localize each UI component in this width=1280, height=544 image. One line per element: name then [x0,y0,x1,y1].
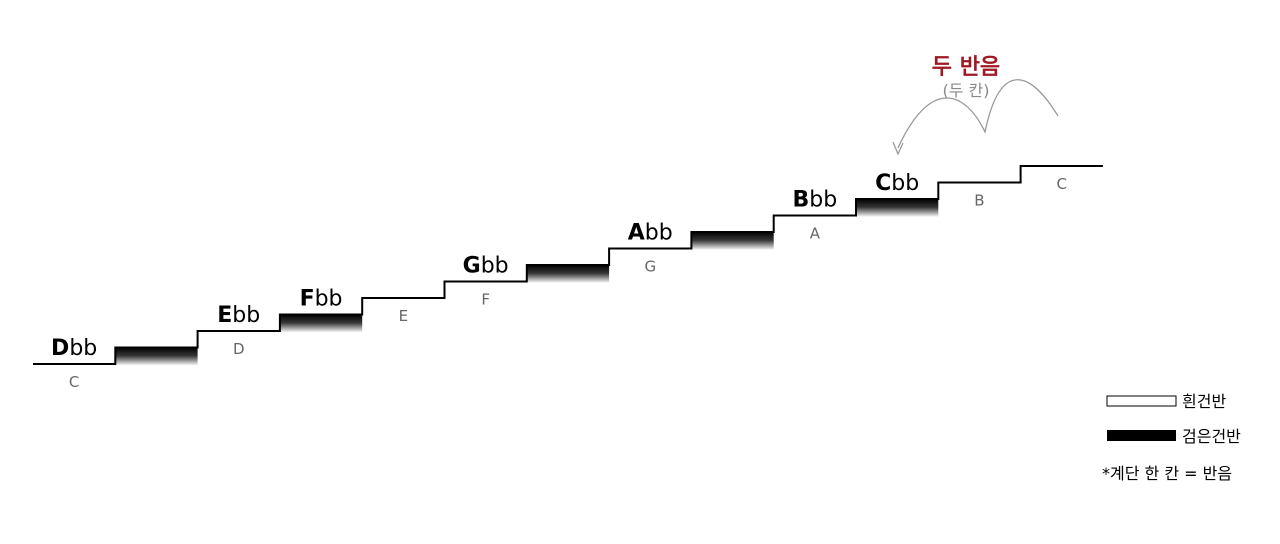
flat-note-label-d: Dbb [51,336,97,361]
flat-note-letter: G [463,254,481,279]
curved-arrow [897,79,1059,149]
flat-note-label-c: Cbb [875,171,919,196]
natural-note-label-f: F [481,291,490,309]
flat-note-suffix: bb [645,221,673,246]
legend: 흰건반 검은건반 *계단 한 칸 = 반음 [1102,392,1241,483]
annotation-subtitle: (두 칸) [942,81,989,100]
flat-note-suffix: bb [315,287,343,312]
flat-note-letter: F [300,287,315,312]
natural-note-label-d: D [233,340,245,358]
flat-note-suffix: bb [481,254,509,279]
flat-note-letter: B [792,188,809,213]
flat-note-letter: D [51,336,69,361]
legend-note: *계단 한 칸 = 반음 [1102,464,1232,483]
flat-note-label-f: Fbb [300,287,343,312]
legend-white-key-swatch [1106,395,1177,407]
black-key-step-6 [526,265,610,283]
natural-note-label-c: C [1057,175,1067,193]
legend-black-key-label: 검은건반 [1182,427,1241,446]
flat-note-suffix: bb [809,188,837,213]
natural-note-label-e: E [399,307,408,325]
flat-note-letter: E [217,303,232,328]
staircase-line [33,165,1103,365]
flat-note-letter: C [875,171,891,196]
black-key-step-3 [279,314,363,333]
black-key-steps [115,199,939,366]
black-key-step-10 [856,199,939,217]
natural-note-label-c: C [69,373,79,391]
flat-note-label-b: Bbb [792,188,837,213]
natural-note-label-g: G [644,258,656,276]
natural-note-label-a: A [810,225,821,243]
flat-note-suffix: bb [69,336,97,361]
arrow-head-icon [892,141,904,156]
black-key-step-1 [115,347,198,366]
two-semitone-annotation: 두 반음 (두 칸) [892,55,1059,156]
flat-note-label-e: Ebb [217,303,260,328]
flat-note-label-g: Gbb [463,254,509,279]
legend-black-key-swatch [1107,430,1176,441]
natural-note-label-b: B [974,192,984,210]
flat-note-letter: A [628,221,645,246]
annotation-title: 두 반음 [932,55,1000,80]
black-key-step-8 [691,232,774,250]
flat-note-label-a: Abb [628,221,673,246]
legend-white-key-label: 흰건반 [1182,392,1226,411]
flat-note-suffix: bb [232,303,260,328]
flat-note-suffix: bb [891,171,919,196]
